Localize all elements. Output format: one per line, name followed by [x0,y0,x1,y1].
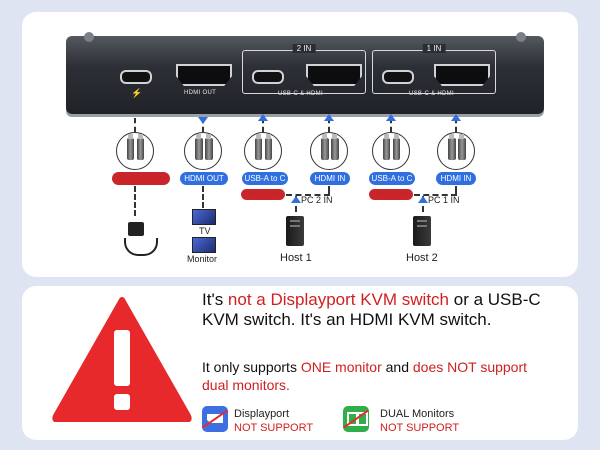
connector-line [455,118,457,132]
usb-cable-icon [372,132,410,170]
arrow-up-icon [324,114,334,121]
connector-line [328,186,330,194]
hdmi-in-label-2: HDMI IN [310,172,350,185]
input-2-usbc-port [252,70,284,84]
input-1-group: 1 IN [372,44,496,94]
connector-line [202,186,204,208]
usb-a-to-c-label-2: USB-A to C [242,172,288,185]
input-2-hdmi-port [306,64,362,86]
warning-submessage: It only supports ONE monitor and does NO… [202,358,552,394]
connector-line [422,196,424,212]
tv-label: TV [199,226,211,236]
usbc-power-cable-icon [116,132,154,170]
pc2-in-label: PC 2 IN [301,195,333,205]
input-2-title: 2 IN [292,44,316,53]
usb-cable-icon [244,132,282,170]
connector-line [414,194,457,196]
displayport-name: Displayport [234,408,290,420]
displayport-status: NOT SUPPORT [234,422,314,434]
arrow-down-icon [198,117,208,124]
input-1-title: 1 IN [422,44,446,53]
arrow-up-icon [291,196,301,203]
connector-line [295,196,297,212]
hdmi-out-label: HDMI OUT [180,172,228,185]
warning-icon [52,297,192,422]
host-2-pc-icon [413,216,431,246]
arrow-up-icon [418,196,428,203]
pc1-in-label: PC 1 IN [428,195,460,205]
data-only-label-1: Data Only [369,189,413,200]
dual-monitors-name: DUAL Monitors [380,408,455,420]
power-bolt-icon: ⚡ [131,88,143,98]
hdmi-cable-icon [437,132,475,170]
arrow-up-icon [258,114,268,121]
dual-monitors-status: NOT SUPPORT [380,422,460,434]
connector-line [455,186,457,194]
input-1-port-label: USB-C & HDMI [409,91,454,97]
input-1-hdmi-port [434,64,490,86]
connector-line [262,118,264,132]
screw-icon [516,32,526,42]
hdmi-cable-icon [184,132,222,170]
input-2-group: 2 IN [242,44,366,94]
kvm-switch-device: ⚡ HDMI OUT 2 IN USB-C & HDMI 1 IN USB-C … [60,32,550,122]
warning-message: It's not a Displayport KVM switch or a U… [202,290,552,330]
warning-text: and [381,359,413,375]
dual-monitors-icon [343,406,369,432]
usb-a-to-c-label-1: USB-A to C [369,172,415,185]
host-2-label: Host 2 [406,252,438,264]
connector-line [390,118,392,132]
monitor-icon [192,237,216,253]
connector-line [134,186,136,216]
screw-icon [84,32,94,42]
host-1-pc-icon [286,216,304,246]
warning-highlight: does NOT support dual monitors. [202,359,528,393]
warning-highlight: not a Displayport KVM switch [227,290,450,309]
power-only-label: Power Only [112,172,170,185]
charger-icon [128,222,144,236]
input-2-port-label: USB-C & HDMI [278,91,323,97]
monitor-label: Monitor [187,254,218,264]
host-1-label: Host 1 [280,252,312,264]
tv-icon [192,209,216,225]
power-usbc-port [120,70,152,84]
input-1-usbc-port [382,70,414,84]
connector-line [328,118,330,132]
arrow-up-icon [451,114,461,121]
hdmi-in-label-1: HDMI IN [436,172,476,185]
warning-highlight: ONE monitor [300,359,382,375]
data-only-label-2: Data Only [241,189,285,200]
warning-text: It's [202,290,228,309]
connector-line [134,118,136,132]
connector-line [286,194,330,196]
hdmi-out-port [176,64,232,86]
charger-cable [124,238,158,256]
hdmi-out-device-label: HDMI OUT [184,90,217,96]
warning-text: or a USB-C KVM switch. It's an HDMI KVM … [202,290,541,329]
arrow-up-icon [386,114,396,121]
warning-text: It only supports [202,359,301,375]
displayport-icon [202,406,228,432]
connector-line [202,118,204,132]
hdmi-cable-icon [310,132,348,170]
